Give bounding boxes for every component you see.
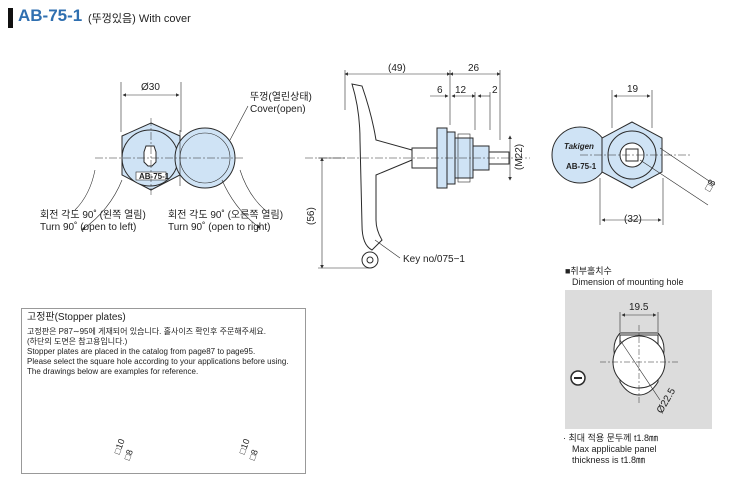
- stopper-plates-box: [21, 308, 306, 474]
- dimension-6: 6: [437, 85, 443, 96]
- stopper-line-4: Please select the square hole according …: [27, 357, 289, 366]
- diameter-dimension: Ø30: [141, 82, 160, 93]
- total-length-dimension: (49): [388, 63, 406, 74]
- rear-plate-text: AB-75-1: [566, 162, 597, 171]
- product-code: AB-75-1: [18, 6, 83, 25]
- side-view: [305, 70, 530, 269]
- turn-left-label-en: Turn 90˚ (open to left): [40, 222, 137, 233]
- mounting-title-en: Dimension of mounting hole: [572, 277, 684, 287]
- turn-right-label-en: Turn 90˚ (open to right): [168, 222, 271, 233]
- thread-dimension: (M22): [514, 143, 525, 170]
- height-dimension: (56): [306, 207, 317, 225]
- product-subtitle: (뚜껑있음) With cover: [88, 13, 191, 25]
- turn-left-label-ko: 회전 각도 90˚ (왼쪽 열림): [40, 210, 146, 221]
- turn-right-label-ko: 회전 각도 90˚ (오른쪽 열림): [168, 210, 284, 221]
- stopper-line-3: Stopper plates are placed in the catalog…: [27, 347, 256, 356]
- panel-note-en-1: Max applicable panel: [572, 444, 657, 454]
- rear-view: [551, 90, 716, 225]
- brand-mark: Takigen: [564, 142, 594, 151]
- mounting-hole-drawing: [565, 290, 712, 429]
- width-32-dimension: (32): [624, 214, 642, 225]
- stopper-title: 고정판(Stopper plates): [27, 312, 126, 323]
- panel-note-en-2: thickness is t1.8㎜: [572, 455, 646, 465]
- stopper-line-5: The drawings below are examples for refe…: [27, 367, 199, 376]
- mounting-width-dimension: 19.5: [629, 302, 649, 313]
- front-view: [74, 82, 266, 231]
- key-label: Key no/075−1: [403, 254, 465, 265]
- dimension-12: 12: [455, 85, 467, 96]
- mounting-title-ko: ■취부홀치수: [565, 266, 612, 276]
- width-19-dimension: 19: [627, 84, 639, 95]
- title-marker: [8, 8, 13, 28]
- depth-26-dimension: 26: [468, 63, 480, 74]
- cover-label-en: Cover(open): [250, 104, 306, 115]
- stopper-line-1: 고정판은 P87∼95에 게재되어 있습니다. 홀사이즈 확인후 주문해주세요.: [27, 327, 266, 336]
- dimension-2: 2: [492, 85, 498, 96]
- stopper-line-2: (하단의 도면은 참고용입니다.): [27, 337, 128, 346]
- front-plate-text: AB-75-1: [139, 172, 170, 181]
- panel-note-ko: · 최대 적용 문두께 t1.8㎜: [563, 433, 658, 443]
- cover-label-ko: 뚜껑(열린상태): [250, 92, 312, 103]
